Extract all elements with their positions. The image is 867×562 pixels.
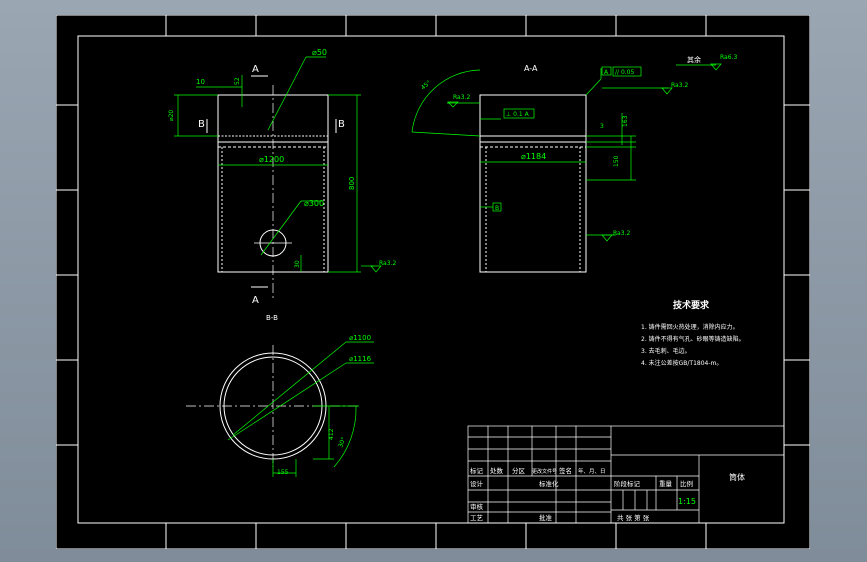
dim-155: 155 xyxy=(277,469,289,476)
tb-part-name: 筒体 xyxy=(729,472,745,482)
dim-angle-30: 30° xyxy=(337,436,347,448)
roughness-aa-side: Ra3.2 xyxy=(613,230,630,237)
tech-item-1: 1. 铸件需回火热处理，消除内应力。 xyxy=(641,323,739,331)
roughness-symbol-aa-side xyxy=(601,234,613,242)
dim-412: 412 xyxy=(328,428,335,440)
drawing-sheet[interactable]: A A B B xyxy=(55,14,811,550)
dim-150: 150 xyxy=(613,155,620,167)
dim-hole-top: ⌀50 xyxy=(312,48,327,57)
section-aa-outline xyxy=(479,94,587,273)
tol-parallel-frame xyxy=(612,66,642,77)
tb-sheets: 共 张 第 张 xyxy=(617,513,650,522)
tb-weight: 重量 xyxy=(659,480,673,488)
roughness-symbol-front xyxy=(370,265,382,273)
tol-parallel: // 0.05 xyxy=(615,69,634,76)
tb-h-count: 处数 xyxy=(490,466,504,475)
tb-scale: 1:15 xyxy=(678,497,696,506)
section-a-top: A xyxy=(252,64,259,75)
tech-title: 技术要求 xyxy=(673,299,710,311)
tb-stage-mark: 阶段标记 xyxy=(614,479,641,488)
roughness-symbol-aa-left xyxy=(447,101,459,108)
dim-height-800: 800 xyxy=(348,177,356,190)
tb-process: 工艺 xyxy=(470,514,484,522)
tb-standard: 标准化 xyxy=(539,479,559,488)
title-block[interactable] xyxy=(467,425,785,524)
tb-scale-label: 比例 xyxy=(680,479,693,488)
tech-item-3: 3. 去毛刺、毛边。 xyxy=(641,347,691,355)
tech-requirements: 技术要求 1. 铸件需回火热处理，消除内应力。 2. 铸件不得有气孔、砂眼等铸造… xyxy=(641,299,745,367)
tb-h-zone: 分区 xyxy=(512,466,526,475)
dim-outer-1116: ⌀1116 xyxy=(349,355,372,363)
dim-left-height: ⌀20 xyxy=(168,110,175,121)
roughness-aa-left: Ra3.2 xyxy=(453,94,470,101)
tb-h-file: 更改文件号 xyxy=(532,468,557,475)
roughness-symbol-other xyxy=(710,63,722,71)
section-b-right: B xyxy=(338,119,345,130)
dim-hole-300: ⌀300 xyxy=(304,199,324,208)
dim-diameter-1200: ⌀1200 xyxy=(259,155,284,164)
drawing-canvas: A A B B xyxy=(55,14,811,550)
datum-box-top xyxy=(601,66,612,76)
roughness-symbol-aa-right xyxy=(661,87,673,95)
dim-diameter-1184: ⌀1184 xyxy=(521,152,546,161)
tb-h-date: 年、月、日 xyxy=(578,467,606,475)
roughness-front: Ra3.2 xyxy=(379,260,396,267)
outer-frame xyxy=(55,14,811,550)
roughness-other: Ra6.3 xyxy=(720,54,737,61)
inner-frame xyxy=(77,35,785,524)
dim-3: 3 xyxy=(600,123,604,130)
roughness-aa-right: Ra3.2 xyxy=(671,82,688,89)
tech-item-2: 2. 铸件不得有气孔、砂眼等铸造缺陷。 xyxy=(641,335,745,343)
section-aa-title: A-A xyxy=(524,64,538,73)
tb-h-mark: 标记 xyxy=(470,466,484,475)
other-label: 其余 xyxy=(687,55,701,64)
section-b-left: B xyxy=(198,119,205,130)
section-bb-view[interactable]: B-B ⌀1100 xyxy=(186,314,374,477)
dim-163: 163 xyxy=(622,115,629,127)
front-view[interactable]: A A B B xyxy=(168,48,396,306)
tb-approve: 批准 xyxy=(539,513,553,522)
tech-item-4: 4. 未注公差按GB/T1804-m。 xyxy=(641,359,722,367)
section-a-bottom: A xyxy=(252,295,259,306)
section-aa-view[interactable]: A-A xyxy=(411,54,737,273)
zone-ticks xyxy=(56,15,810,549)
datum-top: A xyxy=(604,69,609,76)
dim-inner-1100: ⌀1100 xyxy=(349,334,371,342)
title-block-text: 标记 处数 分区 更改文件号 签名 年、月、日 设计 标准化 审核 工艺 批准 … xyxy=(470,466,745,522)
dim-52: 52 xyxy=(234,77,241,85)
tol-flat: ⊥ 0.1 A xyxy=(506,111,530,118)
datum-box-side xyxy=(492,202,502,212)
tb-h-sign: 签名 xyxy=(559,466,572,475)
dim-10: 10 xyxy=(196,78,205,86)
datum-side: B xyxy=(495,205,499,212)
tb-design: 设计 xyxy=(470,479,484,488)
tb-review: 审核 xyxy=(470,502,484,511)
dim-bottom-30: 30 xyxy=(294,260,301,268)
tol-flat-frame xyxy=(503,108,535,119)
section-bb-title: B-B xyxy=(266,314,278,322)
